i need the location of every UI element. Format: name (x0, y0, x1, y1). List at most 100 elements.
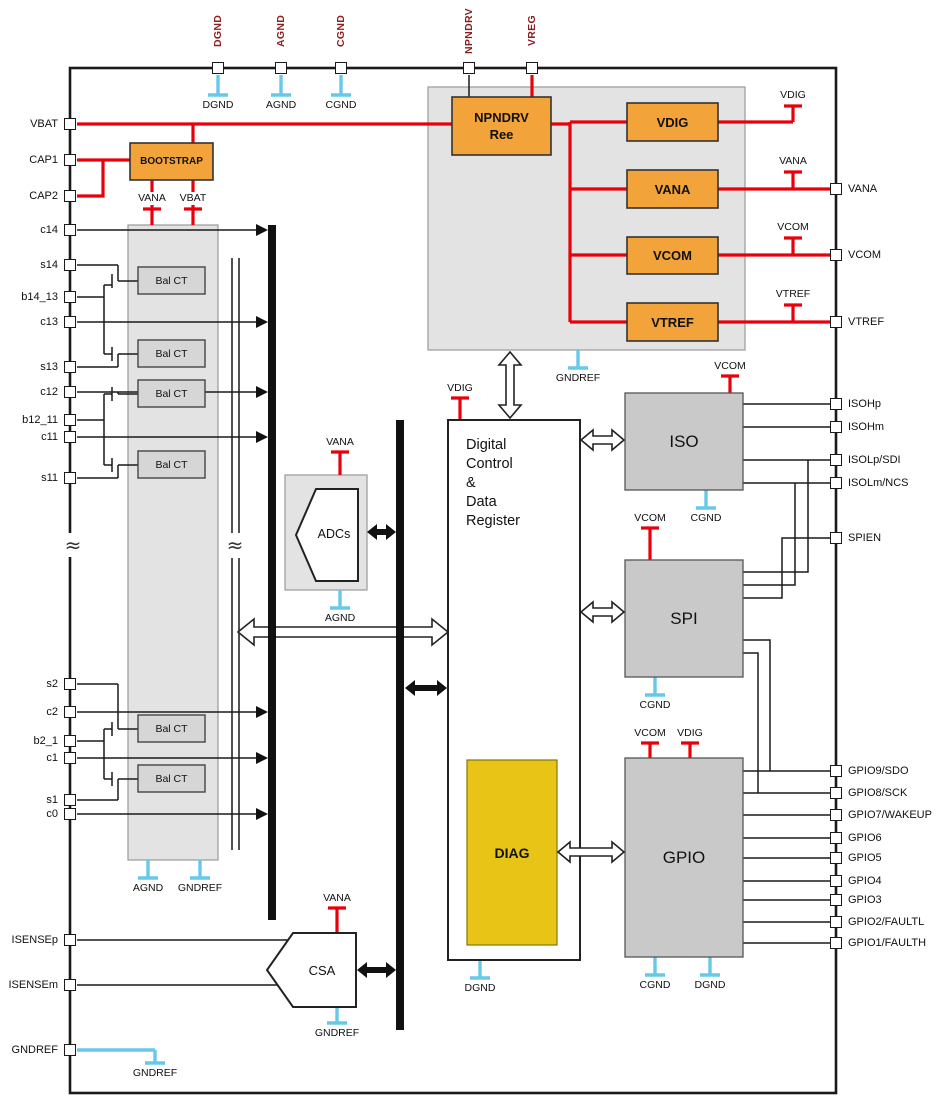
power-label-vcom: VCOM (625, 512, 675, 525)
pin-label-c1: c1 (46, 752, 58, 764)
pin-gpio9-sdo (830, 765, 842, 777)
pin-vreg (526, 62, 538, 74)
pin-label-isohm: ISOHm (848, 421, 885, 433)
ground-label-gndref: GNDREF (307, 1027, 367, 1040)
break-symbol: ≈ (63, 533, 83, 557)
vtref-label: VTREF (651, 314, 694, 330)
pin-label-cgnd: CGND (335, 14, 347, 48)
pin-label-cap2: CAP2 (29, 190, 58, 202)
ground-label-cgnd: CGND (625, 699, 685, 712)
pin-c0 (64, 808, 76, 820)
pin-isensep (64, 934, 76, 946)
bal-ct-label: Bal CT (155, 387, 188, 400)
pin-isohm (830, 421, 842, 433)
pin-label-c0: c0 (46, 808, 58, 820)
pin-label-gpio1-faulth: GPIO1/FAULTH (848, 937, 927, 949)
vdig-label: VDIG (656, 114, 689, 130)
bal-ct-block (137, 379, 206, 408)
ground-label-cgnd: CGND (625, 979, 685, 992)
bal-ct-label: Bal CT (155, 347, 188, 360)
pin-s14 (64, 259, 76, 271)
pin-gpio1-faulth (830, 937, 842, 949)
pin-label-vbat: VBAT (30, 118, 58, 130)
pin-label-gpio6: GPIO6 (848, 832, 882, 844)
diag-block (466, 759, 558, 946)
ground-label-dgnd: DGND (680, 979, 740, 992)
pin-label-c11: c11 (41, 431, 58, 443)
gpio-label: GPIO (662, 847, 706, 867)
adcs-label: ADCs (317, 527, 351, 541)
ground-label-agnd: AGND (118, 882, 178, 895)
pin-npndrv (463, 62, 475, 74)
bal-ct-block (137, 450, 206, 479)
vcom-block (626, 236, 719, 275)
csa-shape (265, 932, 357, 1008)
pin-label-gpio5: GPIO5 (848, 852, 882, 864)
pin-isensem (64, 979, 76, 991)
pin-label-isolm-ncs: ISOLm/NCS (848, 477, 909, 489)
pin-label-gpio2-faultl: GPIO2/FAULTL (848, 916, 925, 928)
bal-ct-block (137, 266, 206, 295)
pin-c12 (64, 386, 76, 398)
pin-c11 (64, 431, 76, 443)
ground-label-cgnd: CGND (676, 512, 736, 525)
pin-label-gpio9-sdo: GPIO9/SDO (848, 765, 909, 777)
pin-isolp-sdi (830, 454, 842, 466)
power-label-vcom: VCOM (625, 727, 675, 740)
pin-label-s13: s13 (40, 361, 58, 373)
pin-label-gpio4: GPIO4 (848, 875, 882, 887)
pin-c1 (64, 752, 76, 764)
ground-label-cgnd: CGND (311, 99, 371, 112)
pin-spien (830, 532, 842, 544)
pin-label-spien: SPIEN (848, 532, 882, 544)
power-label-vana: VANA (127, 192, 177, 205)
power-label-vtref: VTREF (768, 288, 818, 301)
gpio-block (624, 757, 744, 958)
pin-s13 (64, 361, 76, 373)
iso-label: ISO (669, 431, 699, 451)
pin-label-b14-13: b14_13 (21, 291, 58, 303)
pin-label-s14: s14 (40, 259, 58, 271)
pin-gpio8-sck (830, 787, 842, 799)
power-label-vcom: VCOM (768, 221, 818, 234)
pin-s1 (64, 794, 76, 806)
pin-isohp (830, 398, 842, 410)
pin-label-gpio7-wakeup: GPIO7/WAKEUP (848, 809, 932, 821)
pin-s11 (64, 472, 76, 484)
pin-gpio6 (830, 832, 842, 844)
pin-vcom (830, 249, 842, 261)
power-lines (77, 75, 830, 935)
bal-ct-block (137, 714, 206, 743)
power-label-vbat: VBAT (168, 192, 218, 205)
pin-c2 (64, 706, 76, 718)
pin-label-vana: VANA (848, 183, 878, 195)
bootstrap-label: BOOTSTRAP (140, 156, 203, 167)
vdig-block (626, 102, 719, 142)
pin-label-isohp: ISOHp (848, 398, 882, 410)
pin-label-npndrv: NPNDRV (463, 8, 475, 54)
diag-label: DIAG (494, 844, 530, 861)
signal-lines (77, 75, 830, 986)
ground-label-gndref: GNDREF (125, 1067, 185, 1080)
pin-gpio5 (830, 852, 842, 864)
bal-ct-block (137, 339, 206, 368)
ground-label-dgnd: DGND (188, 99, 248, 112)
pin-agnd (275, 62, 287, 74)
digital-control-label: Digital Control & Data Register (466, 437, 520, 529)
pin-s2 (64, 678, 76, 690)
pin-dgnd (212, 62, 224, 74)
pin-label-c14: c14 (40, 224, 58, 236)
power-label-vcom: VCOM (705, 360, 755, 373)
pin-gpio4 (830, 875, 842, 887)
pin-gndref (64, 1044, 76, 1056)
pin-cgnd (335, 62, 347, 74)
pin-vana (830, 183, 842, 195)
ground-lines (77, 75, 720, 1065)
pin-label-vcom: VCOM (848, 249, 881, 261)
ground-label-gndref: GNDREF (548, 372, 608, 385)
vana-block (626, 169, 719, 209)
bal-ct-label: Bal CT (155, 274, 188, 287)
pin-label-s2: s2 (46, 678, 58, 690)
